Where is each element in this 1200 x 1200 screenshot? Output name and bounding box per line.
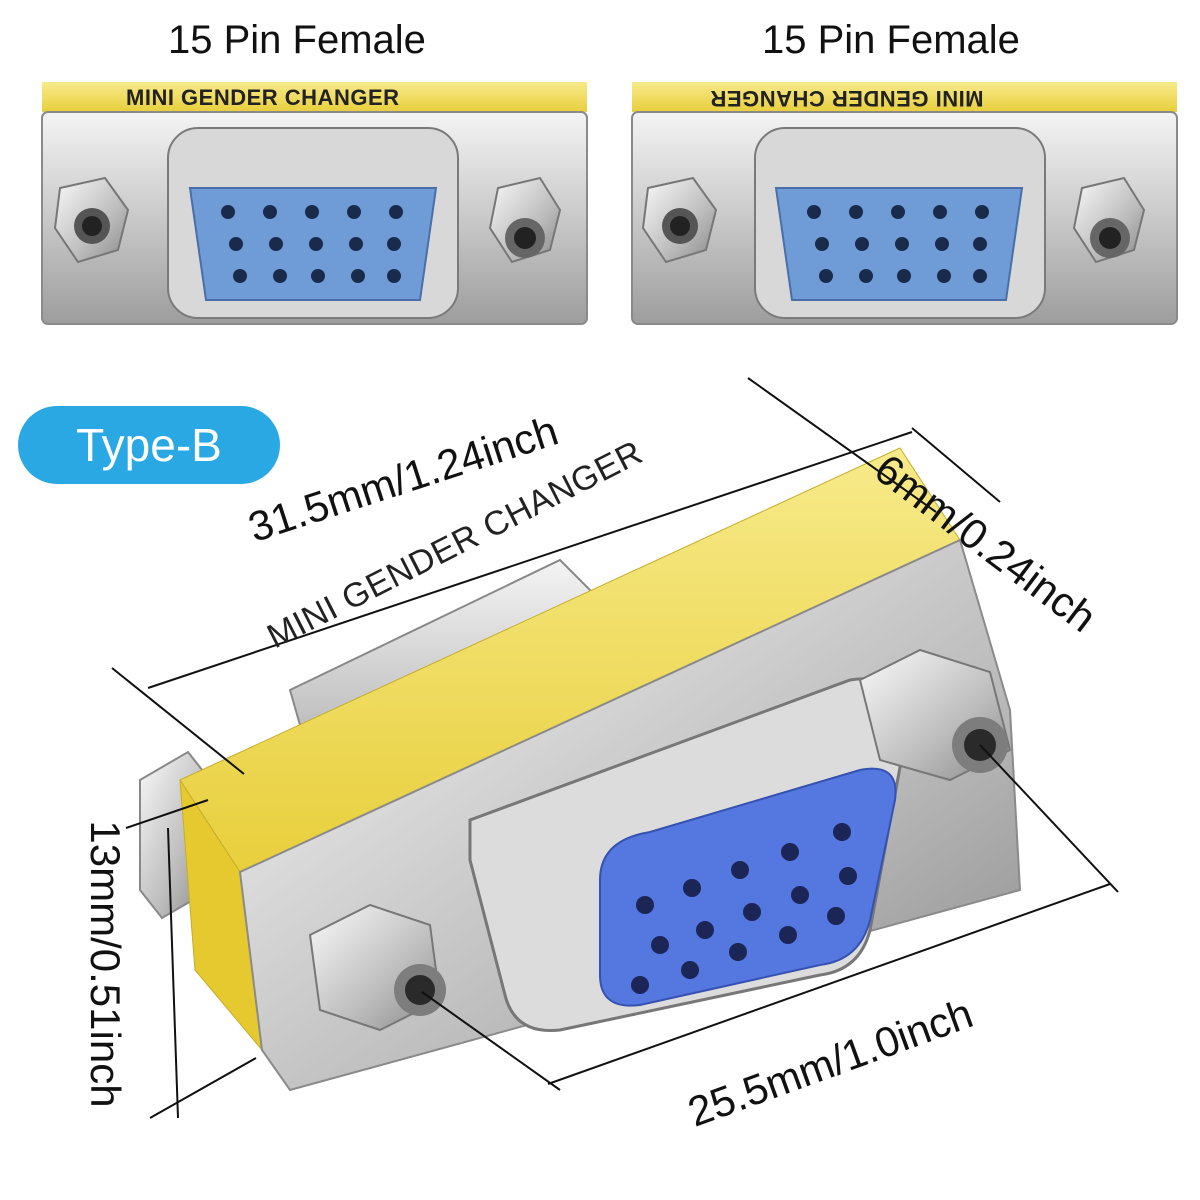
top-right-band-label: MINI GENDER CHANGER bbox=[710, 86, 984, 111]
pin-holes bbox=[221, 205, 403, 283]
right-connector-title: 15 Pin Female bbox=[762, 18, 1020, 62]
top-left-connector bbox=[41, 82, 588, 325]
type-badge: Type-B bbox=[18, 406, 280, 484]
left-connector-title: 15 Pin Female bbox=[168, 18, 426, 62]
main-connector bbox=[139, 447, 1022, 1092]
dimension-lines bbox=[111, 377, 1119, 1119]
height-dimension-label: 13mm/0.51inch bbox=[82, 820, 129, 1108]
top-left-band-label: MINI GENDER CHANGER bbox=[126, 85, 400, 110]
top-right-connector bbox=[631, 82, 1178, 325]
